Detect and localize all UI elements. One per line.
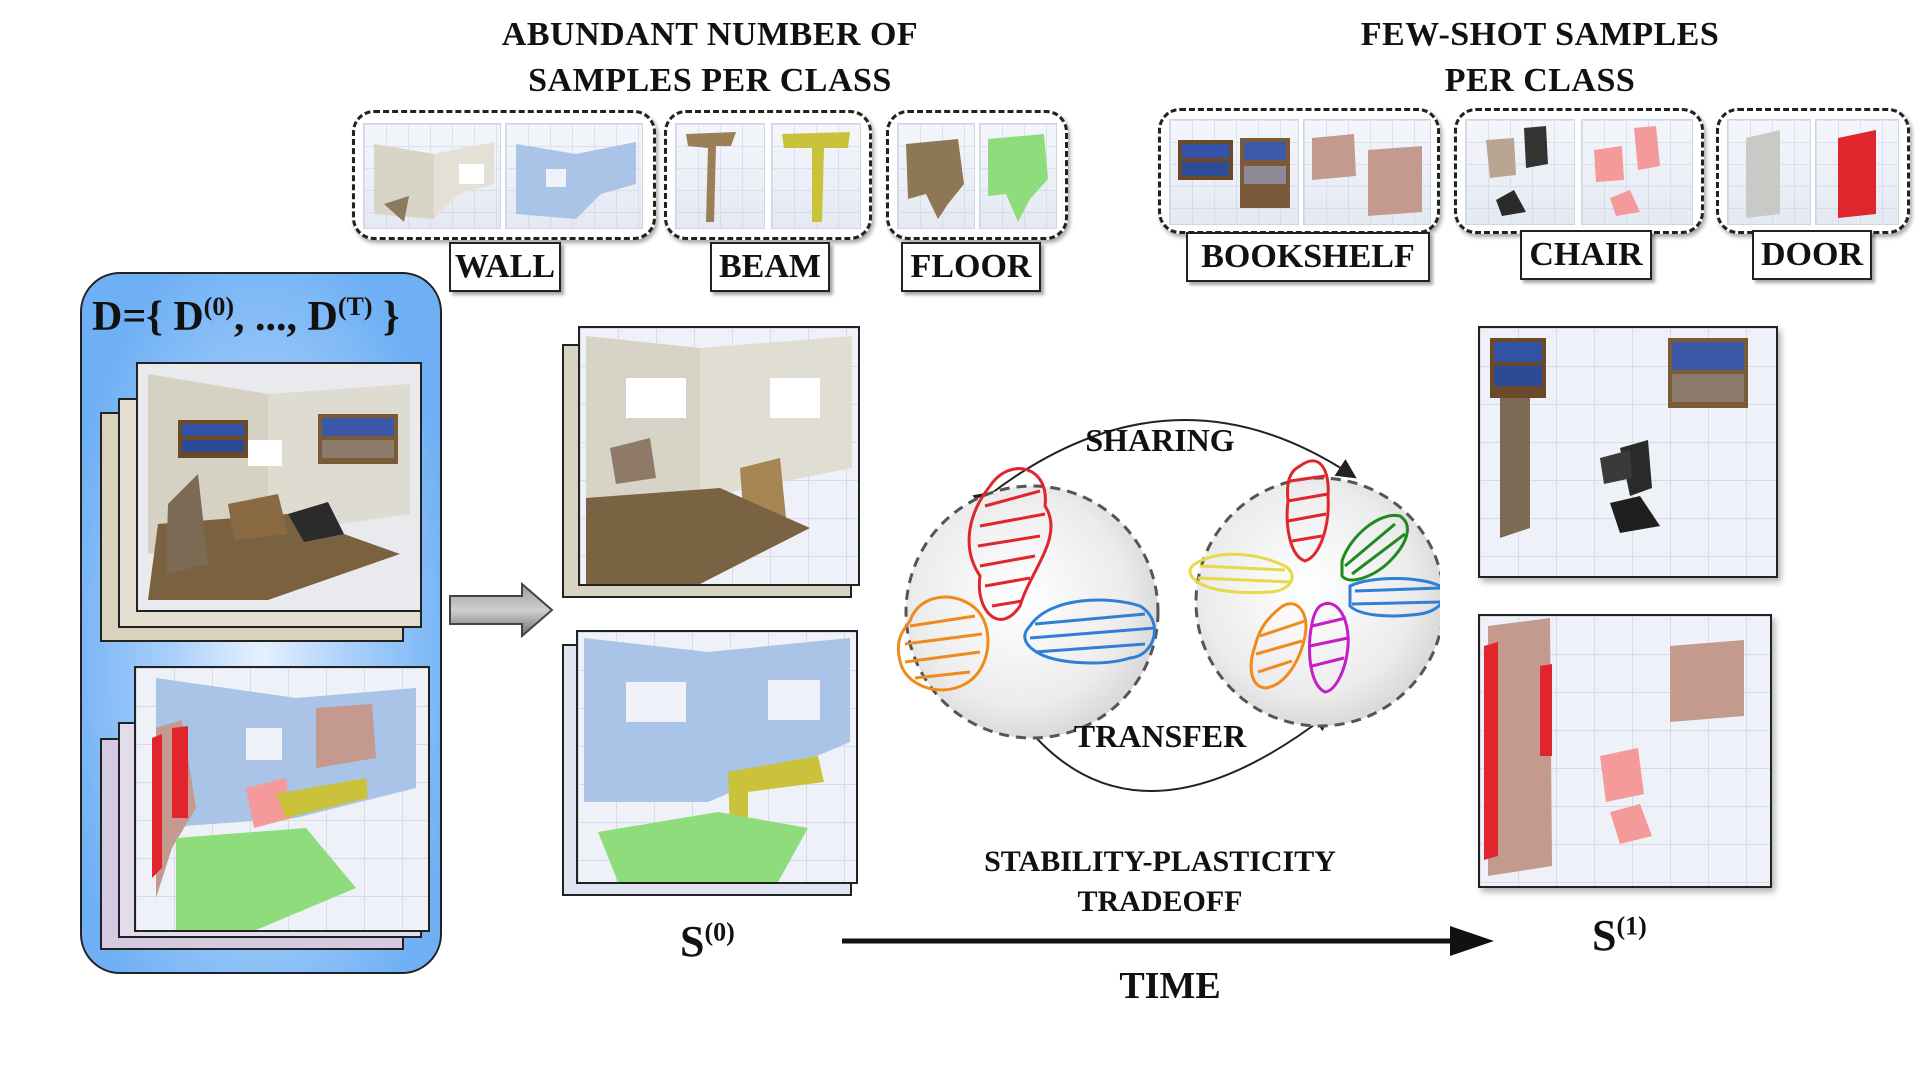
beam-rgb-thumbnail (675, 123, 765, 229)
session0-label: S(0) (680, 916, 735, 967)
fewshot-heading-line2: PER CLASS (1444, 62, 1636, 99)
novel-orange-cluster (1249, 602, 1308, 690)
bookshelf-label: BOOKSHELF (1186, 232, 1430, 282)
floor-label-thumbnail (979, 123, 1057, 229)
novel-green-cluster (1340, 513, 1409, 582)
dataset-label-suffix: } (372, 294, 400, 340)
session0-base: S (680, 917, 705, 966)
time-label: TIME (1119, 965, 1221, 1007)
door-label: DOOR (1752, 230, 1872, 280)
sharing-arrow (972, 419, 1357, 512)
session1-rgb-scan (1478, 326, 1778, 578)
abundant-heading: ABUNDANT NUMBER OF SAMPLES PER CLASS (380, 12, 1040, 104)
session1-label-scan (1478, 614, 1772, 888)
beam-sample-group (664, 110, 872, 240)
dataset-rgb-scan (136, 362, 422, 612)
bookshelf-sample-group (1158, 108, 1440, 234)
session1-label: S(1) (1592, 910, 1647, 961)
dataset-label-mid: , ..., D (233, 294, 338, 340)
fewshot-heading: FEW-SHOT SAMPLES PER CLASS (1240, 12, 1840, 104)
door-rgb-thumbnail (1727, 119, 1811, 225)
transfer-arrow (1017, 711, 1333, 792)
session0-sup: (0) (704, 917, 735, 947)
novel-blue-cluster (1348, 577, 1440, 618)
time-arrow (842, 926, 1494, 956)
chair-rgb-thumbnail (1465, 119, 1575, 225)
dataset-label-prefix: D={ D (92, 294, 204, 340)
wall-label-thumbnail (505, 123, 643, 229)
transfer-label: TRANSFER (1073, 718, 1247, 754)
tradeoff-line1: STABILITY-PLASTICITY (984, 845, 1336, 878)
tradeoff-label: STABILITY-PLASTICITY TRADEOFF (940, 842, 1380, 922)
knowledge-transfer-diagram (896, 419, 1440, 792)
dataset-label: D={ D(0), ..., D(T) } (92, 292, 400, 341)
wall-sample-group (352, 110, 656, 240)
base-red-cluster (967, 467, 1053, 621)
novel-magenta-cluster (1308, 602, 1350, 694)
chair-label: CHAIR (1520, 230, 1652, 280)
fewshot-heading-line1: FEW-SHOT SAMPLES (1360, 16, 1720, 53)
dataset-label-scan (134, 666, 430, 932)
abundant-heading-line1: ABUNDANT NUMBER OF (501, 16, 919, 53)
abundant-heading-line2: SAMPLES PER CLASS (528, 62, 892, 99)
session1-base: S (1592, 911, 1617, 960)
bookshelf-rgb-thumbnail (1169, 119, 1299, 225)
beam-label: BEAM (710, 242, 830, 292)
dataset-label-sup0: (0) (203, 292, 234, 321)
base-blue-cluster (1023, 598, 1156, 665)
base-feature-space (904, 484, 1160, 740)
dataset-label-supT: (T) (337, 292, 373, 321)
tradeoff-line2: TRADEOFF (1077, 885, 1243, 918)
dataset-to-session-arrow (449, 582, 554, 638)
door-label-thumbnail (1815, 119, 1899, 225)
base-orange-cluster (896, 595, 990, 692)
chair-label-thumbnail (1581, 119, 1693, 225)
floor-sample-group (886, 110, 1068, 240)
sharing-label: SHARING (1085, 422, 1235, 458)
floor-rgb-thumbnail (897, 123, 975, 229)
wall-label: WALL (449, 242, 561, 292)
bookshelf-label-thumbnail (1303, 119, 1431, 225)
session1-sup: (1) (1616, 911, 1647, 941)
session0-label-scan (576, 630, 858, 884)
session0-rgb-scan (578, 326, 860, 586)
beam-label-thumbnail (771, 123, 861, 229)
novel-red-cluster (1285, 459, 1330, 563)
door-sample-group (1716, 108, 1910, 234)
wall-rgb-thumbnail (363, 123, 501, 229)
chair-sample-group (1454, 108, 1704, 234)
novel-yellow-cluster (1188, 552, 1294, 595)
floor-label: FLOOR (901, 242, 1041, 292)
